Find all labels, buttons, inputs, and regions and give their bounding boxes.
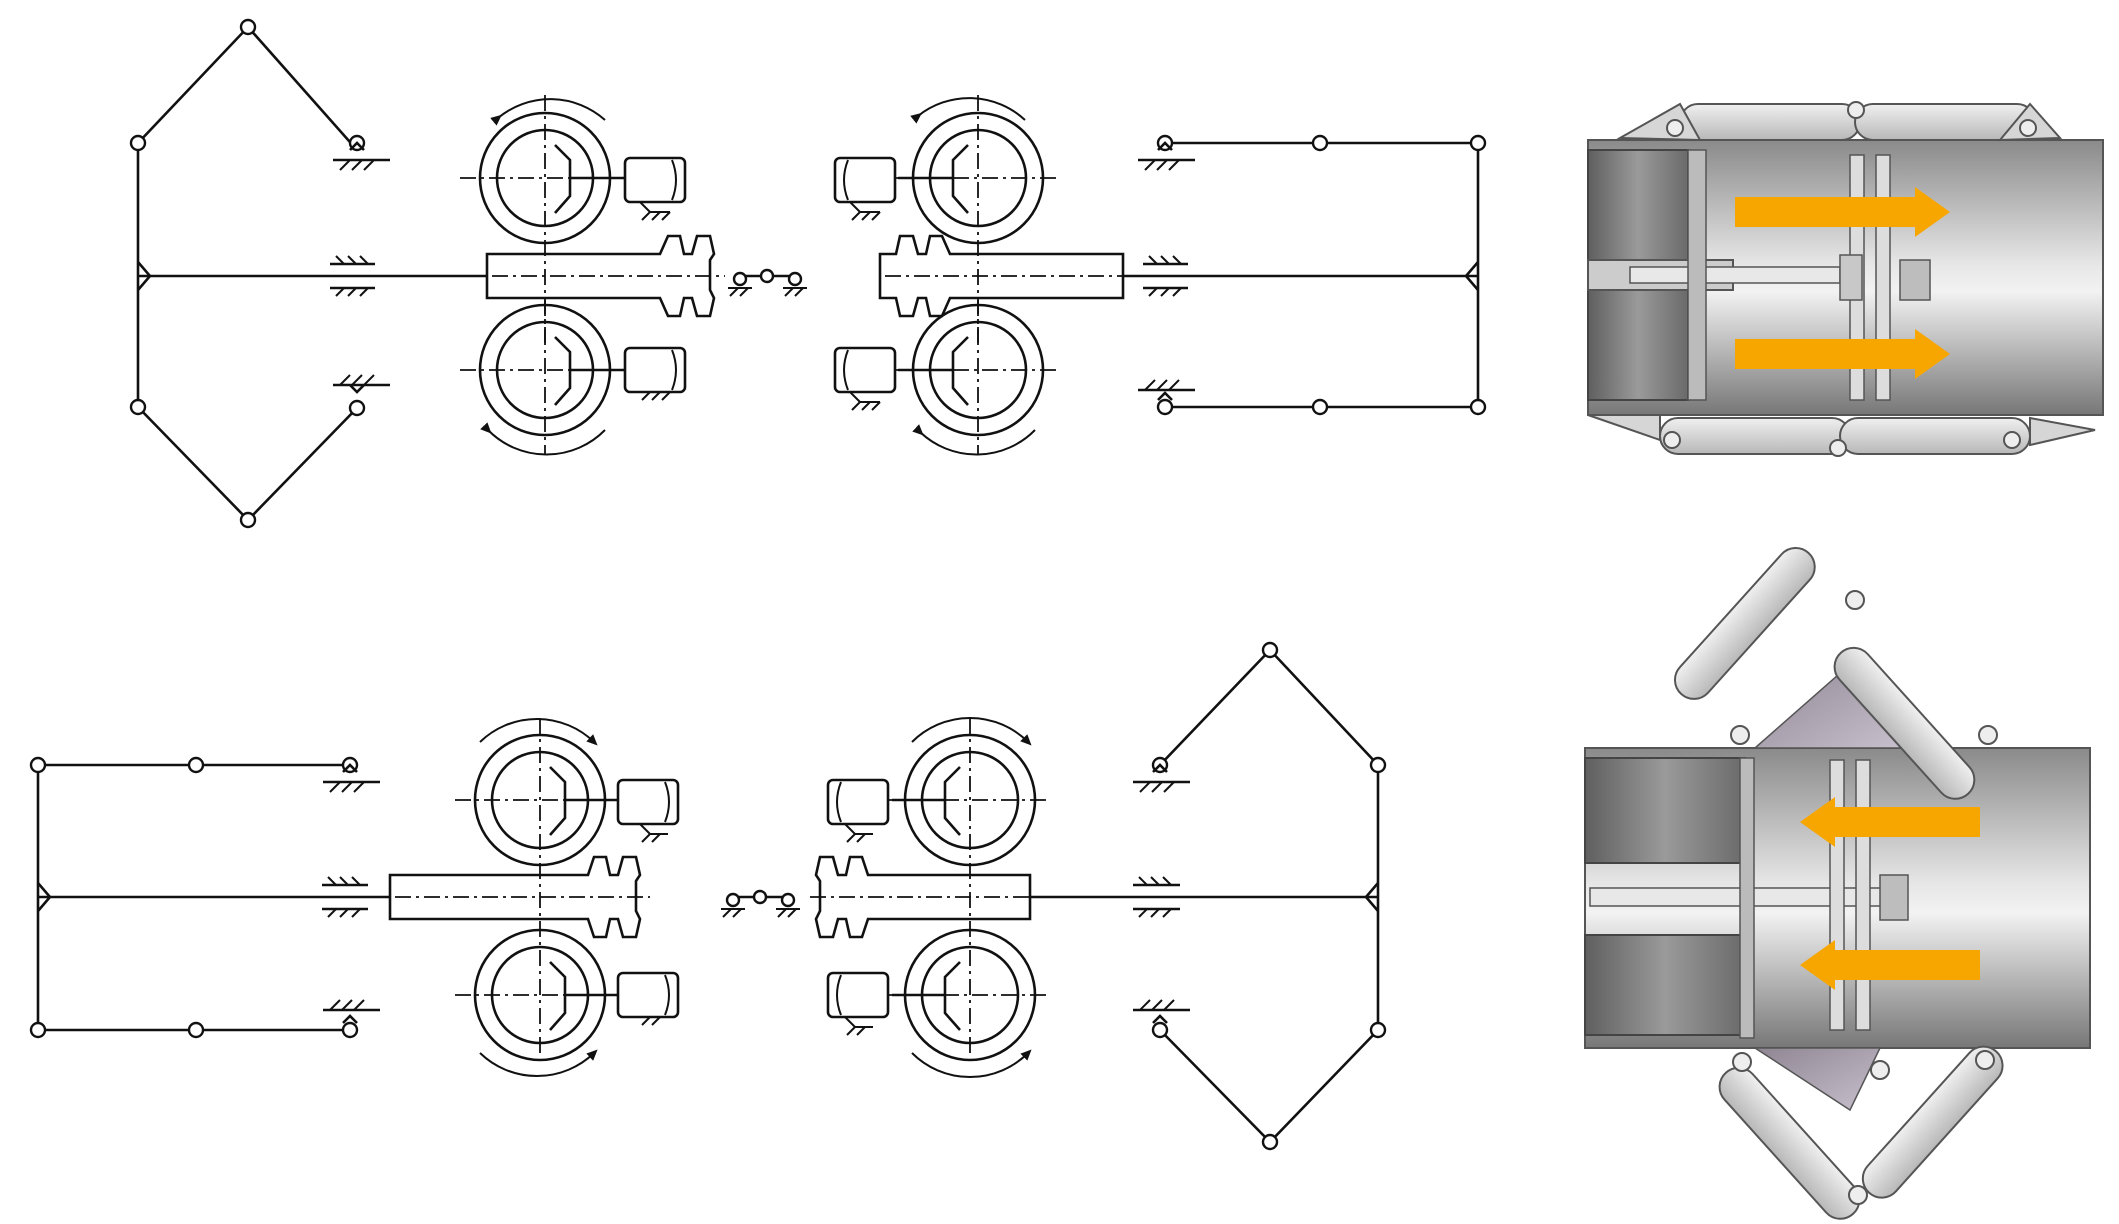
revolute-joint-icon bbox=[1261, 1133, 1279, 1151]
revolute-joint-icon bbox=[129, 398, 147, 416]
rotation-arrow-icon bbox=[479, 1049, 598, 1077]
rotation-arrow-icon bbox=[911, 716, 1032, 746]
motor-icon bbox=[616, 971, 680, 1026]
motor-icon bbox=[623, 346, 687, 401]
direction-arrow-icon bbox=[1800, 940, 1980, 990]
link-plates-bottom bbox=[1718, 1045, 2004, 1220]
motor-icon bbox=[616, 778, 680, 843]
revolute-joint-icon bbox=[187, 1021, 205, 1039]
revolute-joint-icon bbox=[1369, 756, 1387, 774]
link-plates-top bbox=[1673, 546, 1998, 800]
motor-icon bbox=[833, 346, 897, 411]
sliding-bearing-icon bbox=[1143, 255, 1188, 297]
ground-support-icon bbox=[333, 141, 390, 171]
revolute-joint-icon bbox=[1469, 134, 1487, 152]
top-right-drive bbox=[833, 95, 1125, 456]
revolute-joint-icon bbox=[1469, 398, 1487, 416]
direction-arrow-icon bbox=[1735, 187, 1950, 237]
revolute-joint-icon bbox=[29, 1021, 47, 1039]
gear-upper bbox=[455, 718, 620, 1055]
link-plates-bottom bbox=[1587, 414, 2096, 457]
bottom-left-linkage bbox=[29, 756, 390, 1039]
gear-lower bbox=[895, 300, 1060, 456]
coupling-icon bbox=[721, 889, 800, 918]
bottom-right-drive bbox=[810, 716, 1050, 1079]
ground-support-icon bbox=[323, 999, 380, 1024]
top-render-retracted bbox=[1587, 101, 2104, 457]
gear-lower bbox=[455, 928, 620, 1077]
rotation-arrow-icon bbox=[910, 97, 1026, 124]
link-plates-top bbox=[1616, 101, 2063, 142]
gear-lower bbox=[885, 928, 1050, 1079]
top-left-linkage bbox=[129, 18, 487, 529]
top-left-drive bbox=[460, 95, 725, 456]
revolute-joint-icon bbox=[129, 134, 147, 152]
ground-support-icon bbox=[323, 763, 380, 793]
sliding-bearing-icon bbox=[330, 255, 375, 297]
ground-support-icon bbox=[1138, 141, 1195, 171]
rotation-arrow-icon bbox=[490, 98, 606, 126]
gear-upper bbox=[460, 95, 625, 345]
rotation-arrow-icon bbox=[479, 718, 598, 746]
bottom-right-linkage bbox=[1030, 641, 1387, 1151]
gear-lower bbox=[460, 300, 625, 456]
rack-icon bbox=[814, 855, 1032, 939]
revolute-joint-icon bbox=[29, 756, 47, 774]
revolute-joint-icon bbox=[1156, 398, 1174, 416]
revolute-joint-icon bbox=[1369, 1021, 1387, 1039]
gear-upper bbox=[885, 716, 1050, 1055]
ground-support-icon bbox=[1138, 379, 1195, 401]
rotation-arrow-icon bbox=[480, 422, 606, 456]
revolute-joint-icon bbox=[1311, 134, 1329, 152]
ground-support-icon bbox=[1133, 763, 1190, 793]
revolute-joint-icon bbox=[348, 399, 366, 417]
gear-upper bbox=[895, 95, 1060, 345]
coupling-icon bbox=[728, 268, 807, 297]
bottom-left-drive bbox=[388, 718, 680, 1077]
bottom-schematic bbox=[29, 641, 1387, 1151]
bottom-render-expanded bbox=[1584, 546, 2091, 1220]
motor-icon bbox=[833, 156, 897, 221]
ground-support-icon bbox=[333, 374, 390, 394]
top-schematic bbox=[129, 18, 1487, 529]
revolute-joint-icon bbox=[1151, 1021, 1169, 1039]
rotation-arrow-icon bbox=[912, 424, 1036, 456]
motor-icon bbox=[826, 971, 890, 1036]
rotation-arrow-icon bbox=[911, 1049, 1032, 1079]
motor-icon bbox=[826, 778, 890, 843]
direction-arrow-icon bbox=[1800, 797, 1980, 847]
revolute-joint-icon bbox=[1261, 641, 1279, 659]
revolute-joint-icon bbox=[1311, 398, 1329, 416]
revolute-joint-icon bbox=[187, 756, 205, 774]
top-right-linkage bbox=[1123, 134, 1487, 416]
revolute-joint-icon bbox=[239, 18, 257, 36]
direction-arrow-icon bbox=[1735, 329, 1950, 379]
ground-support-icon bbox=[1133, 999, 1190, 1024]
revolute-joint-icon bbox=[239, 511, 257, 529]
revolute-joint-icon bbox=[341, 1021, 359, 1039]
sliding-bearing-icon bbox=[1133, 876, 1180, 918]
sliding-bearing-icon bbox=[322, 876, 368, 918]
motor-icon bbox=[623, 156, 687, 221]
